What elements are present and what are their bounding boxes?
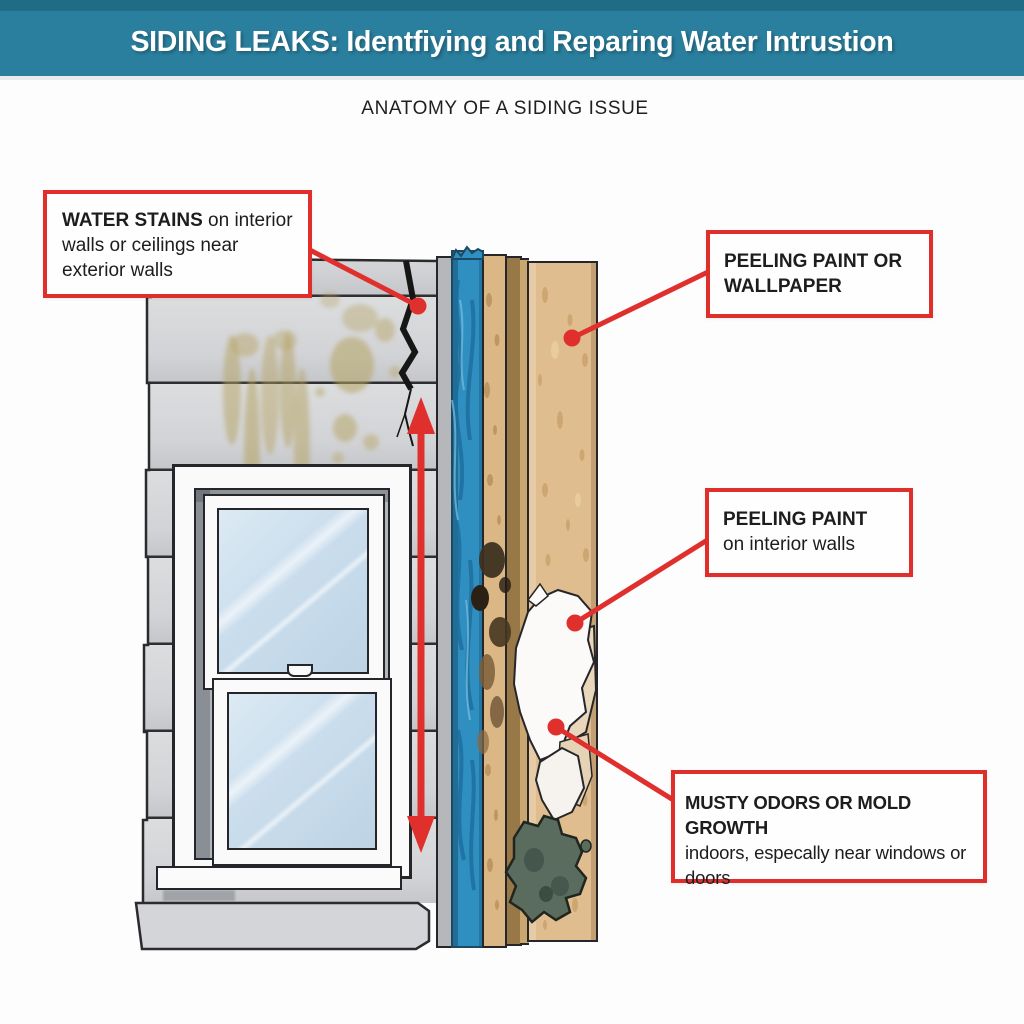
window-lower-glass: [227, 692, 377, 850]
callout-peeling-interior-body: on interior walls: [723, 534, 855, 555]
house-wrap-layer: [451, 250, 484, 948]
window-sill: [156, 866, 402, 890]
diagram-subtitle: ANATOMY OF A SIDING ISSUE: [361, 98, 649, 119]
sheathing-layer: [482, 254, 507, 948]
callout-peeling-interior-heading: PEELING PAINT: [723, 509, 868, 530]
glass-glare: [219, 510, 367, 672]
sash-lift-notch: [287, 664, 313, 677]
callout-musty-odors: MUSTY ODORS OR MOLD GROWTH indoors, espe…: [671, 770, 987, 888]
page-title: SIDING LEAKS: Identfiying and Reparing W…: [130, 25, 894, 58]
siding-base-skirt: [134, 901, 431, 951]
callout-musty-odors-body: indoors, especally near windows or doors: [685, 842, 967, 888]
glass-glare: [229, 694, 375, 848]
callout-water-stains: WATER STAINS on interior walls or ceilin…: [43, 190, 312, 298]
callout-peeling-interior: PEELING PAINT on interior walls: [705, 488, 913, 577]
callout-musty-odors-heading: MUSTY ODORS OR MOLD GROWTH: [685, 792, 912, 838]
interior-wall-layer: [527, 261, 598, 942]
callout-peeling-wallpaper-heading: PEELING PAINT OR WALLPAPER: [724, 251, 903, 297]
callout-peeling-wallpaper: PEELING PAINT OR WALLPAPER: [706, 230, 933, 318]
sill-shadow: [163, 890, 235, 901]
window-upper-glass: [217, 508, 369, 674]
title-bar: SIDING LEAKS: Identfiying and Reparing W…: [0, 0, 1024, 80]
callout-water-stains-heading: WATER STAINS: [62, 210, 203, 231]
